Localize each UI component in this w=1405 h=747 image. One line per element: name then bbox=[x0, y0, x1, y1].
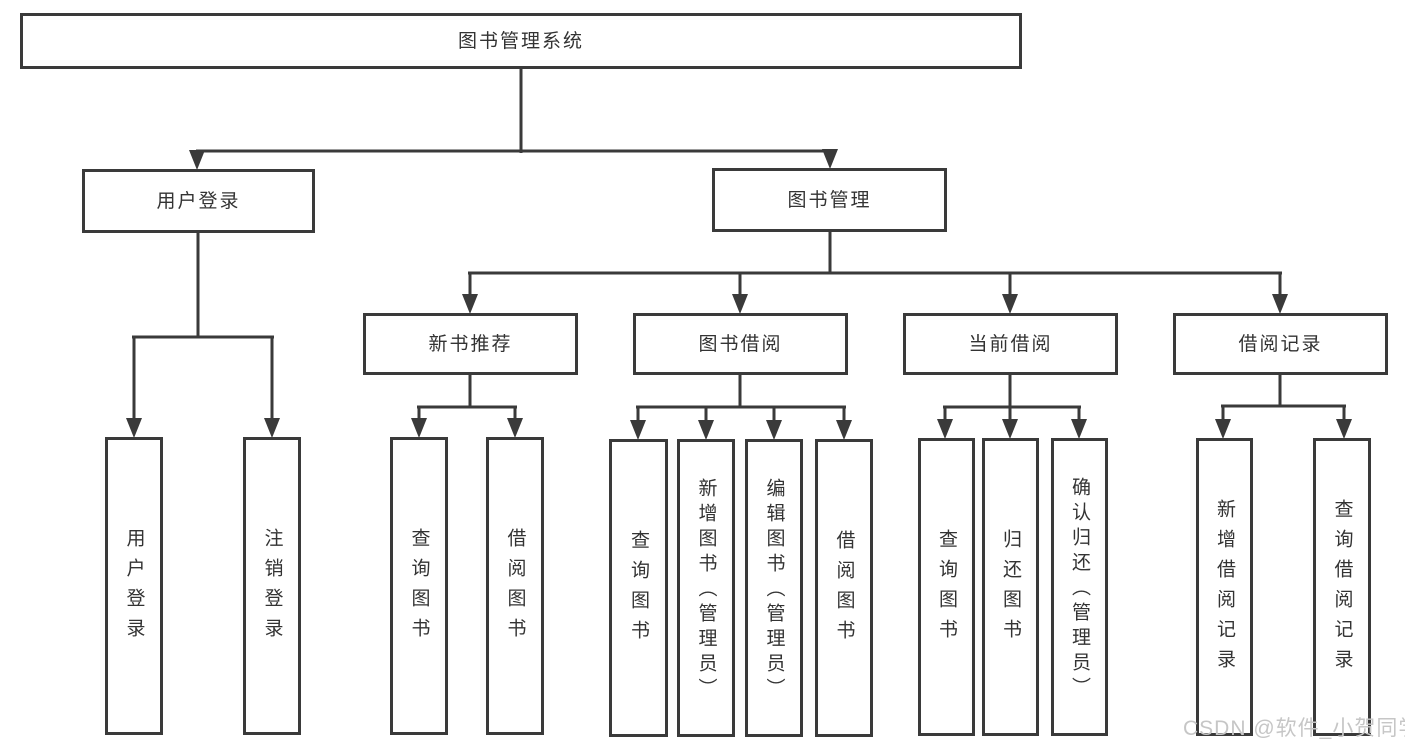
node-label: 归还图书 bbox=[1000, 529, 1021, 649]
node-label: 借阅图书 bbox=[504, 528, 526, 648]
node-label: 新书推荐 bbox=[428, 333, 513, 355]
node-current-borrowing: 当前借阅 bbox=[903, 313, 1118, 375]
node-label: 借阅记录 bbox=[1238, 333, 1323, 355]
leaf-recommend-borrow-books: 借阅图书 bbox=[486, 437, 544, 735]
node-label: 用户登录 bbox=[123, 528, 145, 648]
node-label: 查询图书 bbox=[628, 530, 649, 650]
leaf-edit-books-admin: 编辑图书（管理员） bbox=[745, 439, 803, 737]
leaf-add-books-admin: 新增图书（管理员） bbox=[677, 439, 735, 737]
node-book-management: 图书管理 bbox=[712, 168, 947, 232]
leaf-recommend-query-books: 查询图书 bbox=[390, 437, 448, 735]
node-label: 图书管理系统 bbox=[457, 30, 584, 52]
node-label: 用户登录 bbox=[156, 190, 241, 212]
leaf-borrowing-query-books: 查询图书 bbox=[609, 439, 668, 737]
node-label: 当前借阅 bbox=[968, 333, 1053, 355]
node-book-borrowing: 图书借阅 bbox=[633, 313, 848, 375]
node-label: 借阅图书 bbox=[833, 530, 855, 650]
leaf-add-borrow-record: 新增借阅记录 bbox=[1196, 438, 1253, 736]
node-new-book-recommendation: 新书推荐 bbox=[363, 313, 578, 375]
leaf-query-borrow-record: 查询借阅记录 bbox=[1313, 438, 1371, 736]
node-library-management-system: 图书管理系统 bbox=[20, 13, 1022, 69]
leaf-current-query-books: 查询图书 bbox=[918, 438, 975, 736]
leaf-logout: 注销登录 bbox=[243, 437, 301, 735]
node-label: 图书借阅 bbox=[698, 333, 783, 355]
node-label: 图书管理 bbox=[787, 189, 872, 211]
leaf-user-login: 用户登录 bbox=[105, 437, 163, 735]
node-user-login: 用户登录 bbox=[82, 169, 315, 233]
node-label: 确认归还（管理员） bbox=[1069, 476, 1090, 702]
leaf-borrowing-borrow-books: 借阅图书 bbox=[815, 439, 873, 737]
arrowheads bbox=[126, 149, 1352, 440]
csdn-watermark: CSDN @软件_小贺同学 bbox=[1183, 717, 1405, 740]
node-label: 查询图书 bbox=[936, 529, 957, 649]
node-label: 查询借阅记录 bbox=[1331, 499, 1353, 679]
node-label: 查询图书 bbox=[408, 528, 430, 648]
node-borrowing-records: 借阅记录 bbox=[1173, 313, 1388, 375]
node-label: 新增借阅记录 bbox=[1214, 499, 1235, 679]
leaf-return-books: 归还图书 bbox=[982, 438, 1039, 736]
leaf-confirm-return-admin: 确认归还（管理员） bbox=[1051, 438, 1108, 736]
node-label: 编辑图书（管理员） bbox=[763, 477, 785, 703]
node-label: 新增图书（管理员） bbox=[695, 477, 717, 703]
node-label: 注销登录 bbox=[261, 528, 283, 648]
